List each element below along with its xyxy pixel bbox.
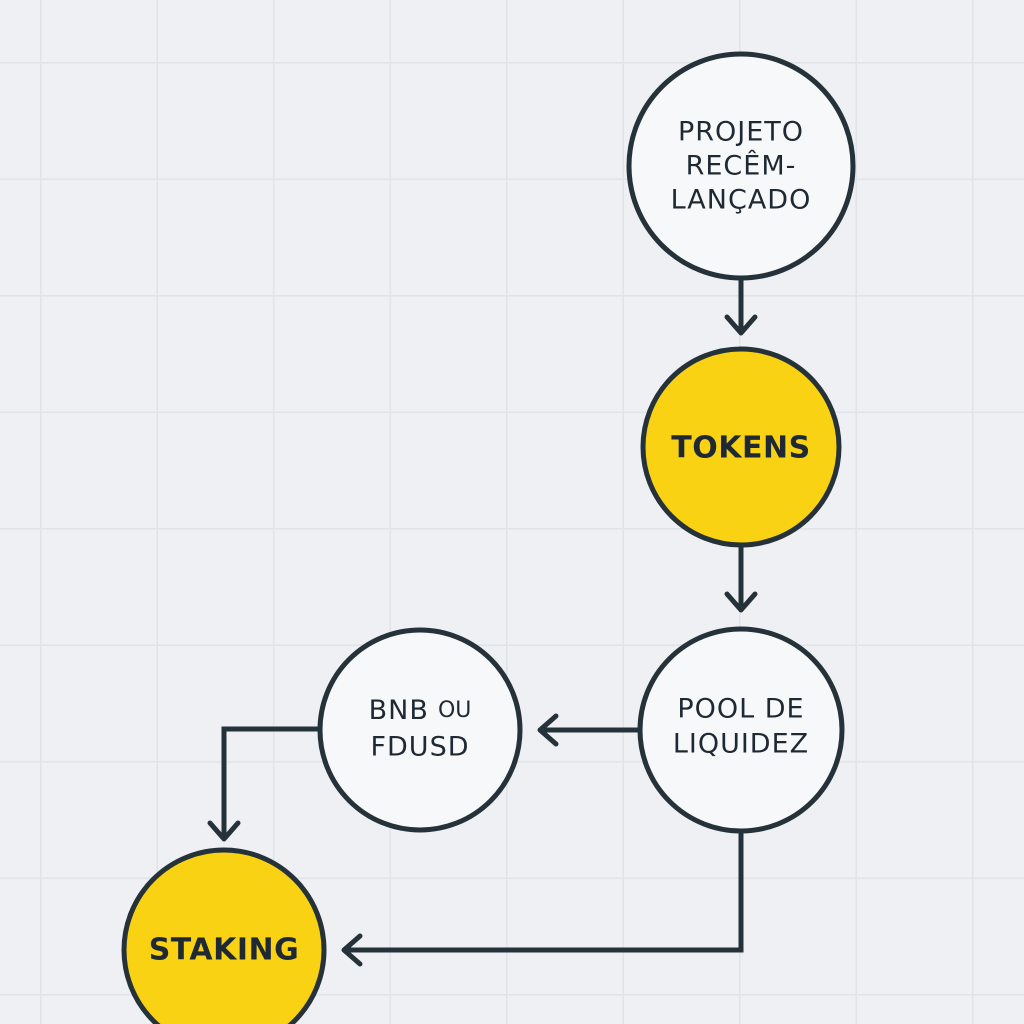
node-tokens-circle [640, 346, 842, 548]
arrowhead-down-icon [724, 591, 758, 613]
node-projeto-circle [626, 51, 856, 281]
node-staking-circle [121, 847, 327, 1024]
node-projeto-label-line-1: PROJETO [678, 117, 804, 148]
arrowhead-left-icon [537, 713, 559, 747]
node-pool: POOL DE LIQUIDEZ [637, 626, 845, 834]
node-bnb-label-main: BNB [369, 695, 429, 726]
node-bnb-label-line-2: FDUSD [370, 732, 469, 763]
node-tokens-label: TOKENS [671, 431, 810, 466]
connectors [207, 280, 758, 967]
node-projeto-label-line-2: RECÊM- [686, 150, 797, 182]
edge-bnb-to-staking [221, 726, 320, 836]
arrowhead-down-icon [724, 314, 758, 336]
node-bnb-label-line-1: BNB OU [369, 695, 472, 726]
arrowhead-left-icon [341, 933, 363, 967]
node-bnb: BNB OU FDUSD [317, 627, 523, 833]
node-pool-circle [637, 626, 845, 834]
node-pool-label-line-2: LIQUIDEZ [673, 729, 809, 760]
node-pool-label-line-1: POOL DE [677, 694, 804, 725]
node-staking-label: STAKING [149, 933, 300, 968]
node-projeto-label-line-3: LANÇADO [671, 185, 812, 216]
node-tokens: TOKENS [640, 346, 842, 548]
node-projeto: PROJETO RECÊM- LANÇADO [626, 51, 856, 281]
node-bnb-label-small: OU [438, 698, 471, 723]
edge-pool-to-staking [348, 831, 744, 953]
node-staking: STAKING [121, 847, 327, 1024]
arrowhead-down-icon [207, 820, 241, 842]
node-bnb-circle [317, 627, 523, 833]
